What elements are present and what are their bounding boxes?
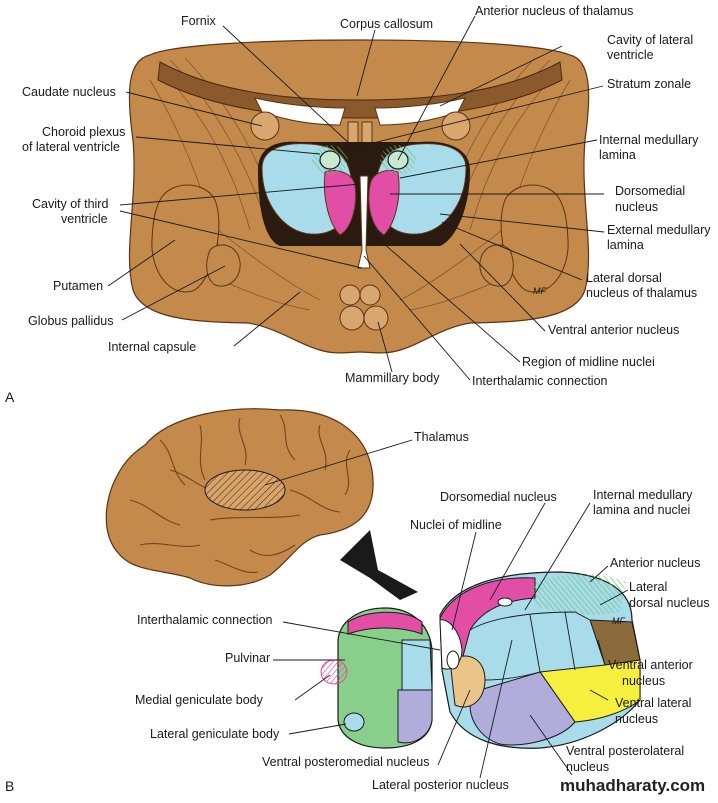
panel-b-signature: MF: [612, 616, 625, 626]
label-stratum-zonale: Stratum zonale: [607, 77, 691, 91]
pulvinar-pink-cap: [347, 611, 423, 635]
ventral-posterolateral-lavender: [469, 671, 576, 746]
label-thalamus-b: Thalamus: [414, 430, 469, 444]
anterior-nucleus-left: [319, 150, 341, 170]
label-lateral-dorsal-1: Lateral dorsal: [586, 271, 662, 285]
label-choroid-plexus-2: of lateral ventricle: [22, 140, 120, 154]
panel-letter-b: B: [5, 778, 14, 794]
label-ventral-anterior-b-1: Ventral anterior: [608, 658, 693, 672]
ventral-lateral-yellow: [539, 659, 641, 723]
watermark: muhadharaty.com: [560, 776, 705, 795]
label-choroid-plexus-1: Choroid plexus: [42, 125, 125, 139]
globus-pallidus-right: [479, 244, 514, 287]
label-lateral-dorsal-b-2: dorsal nucleus: [629, 596, 710, 610]
dorsomedial-right-pink: [368, 170, 400, 236]
label-dorsomedial-nucleus-1: Dorsomedial: [615, 184, 685, 198]
panel-a-leaders: [107, 15, 605, 381]
label-mammillary-body: Mammillary body: [345, 371, 440, 385]
label-anterior-nucleus-thalamus: Anterior nucleus of thalamus: [475, 4, 633, 18]
mammillary-bodies: [339, 284, 389, 331]
panel-b-section: MF Thalamus Dorsomedial nucleus Internal…: [5, 408, 710, 794]
caudate-right: [441, 111, 471, 141]
anterior-nucleus-hatch-3d: [530, 573, 626, 615]
globus-pallidus-left: [206, 244, 241, 287]
direction-arrow: [340, 530, 418, 600]
midline-nucleus-oval: [446, 650, 460, 670]
label-ventral-posterolateral-1: Ventral posterolateral: [566, 744, 684, 758]
label-cavity-third-ventricle-1: Cavity of third: [32, 197, 108, 211]
nuclei-division-lines: [469, 611, 591, 681]
label-lateral-dorsal-b-1: Lateral: [629, 580, 667, 594]
label-ventral-lateral-b-2: nucleus: [615, 712, 658, 726]
label-cavity-lateral-ventricle-2: ventricle: [607, 48, 654, 62]
label-internal-medullary-b-2: lamina and nuclei: [593, 503, 690, 517]
label-medial-geniculate: Medial geniculate body: [135, 693, 264, 707]
medial-geniculate-hatch: [320, 659, 348, 685]
label-midline-nuclei: Region of midline nuclei: [522, 355, 655, 369]
panel-b-leaders: [264, 439, 629, 779]
caudate-left: [250, 111, 280, 141]
label-ventral-anterior-b-2: nucleus: [622, 674, 665, 688]
label-internal-medullary-b-1: Internal medullary: [593, 488, 693, 502]
panel-a-signature: MF: [533, 286, 546, 296]
label-caudate-nucleus: Caudate nucleus: [22, 85, 116, 99]
thalamus-highlight: [204, 469, 286, 511]
label-anterior-nucleus-b: Anterior nucleus: [610, 556, 700, 570]
label-interthalamic-connection-a: Interthalamic connection: [472, 374, 608, 388]
label-external-medullary-1: External medullary: [607, 223, 711, 237]
label-ventral-posteromedial: Ventral posteromedial nucleus: [262, 755, 429, 769]
label-dorsomedial-nucleus-2: nucleus: [615, 200, 658, 214]
label-interthalamic-b: Interthalamic connection: [137, 613, 273, 627]
label-corpus-callosum: Corpus callosum: [340, 17, 433, 31]
label-globus-pallidus: Globus pallidus: [28, 314, 113, 328]
label-cavity-lateral-ventricle-1: Cavity of lateral: [607, 33, 693, 47]
lateral-geniculate-shape: [343, 712, 365, 732]
label-nuclei-midline: Nuclei of midline: [410, 518, 502, 532]
label-ventral-posterolateral-2: nucleus: [566, 760, 609, 774]
label-ventral-anterior: Ventral anterior nucleus: [548, 323, 679, 337]
label-external-medullary-2: lamina: [607, 238, 644, 252]
pulvinar-lavender-corner: [397, 689, 433, 744]
panel-a-section: MF Fornix Corpus callosum: [5, 4, 711, 405]
label-lateral-geniculate: Lateral geniculate body: [150, 727, 280, 741]
label-pulvinar: Pulvinar: [225, 651, 270, 665]
midline-small-oval: [497, 597, 513, 607]
label-ventral-lateral-b-1: Ventral lateral: [615, 696, 691, 710]
label-internal-capsule: Internal capsule: [108, 340, 196, 354]
label-putamen: Putamen: [53, 279, 103, 293]
panel-letter-a: A: [5, 389, 15, 405]
label-cavity-third-ventricle-2: ventricle: [61, 212, 108, 226]
putamen-left: [151, 184, 220, 293]
label-dorsomedial-b: Dorsomedial nucleus: [440, 490, 557, 504]
label-lateral-posterior: Lateral posterior nucleus: [372, 778, 509, 792]
label-lateral-dorsal-2: nucleus of thalamus: [586, 286, 697, 300]
label-fornix: Fornix: [181, 14, 216, 28]
label-internal-medullary-2: lamina: [599, 148, 636, 162]
label-internal-medullary-1: Internal medullary: [599, 133, 699, 147]
putamen-right: [500, 184, 569, 293]
third-ventricle: [357, 175, 371, 269]
